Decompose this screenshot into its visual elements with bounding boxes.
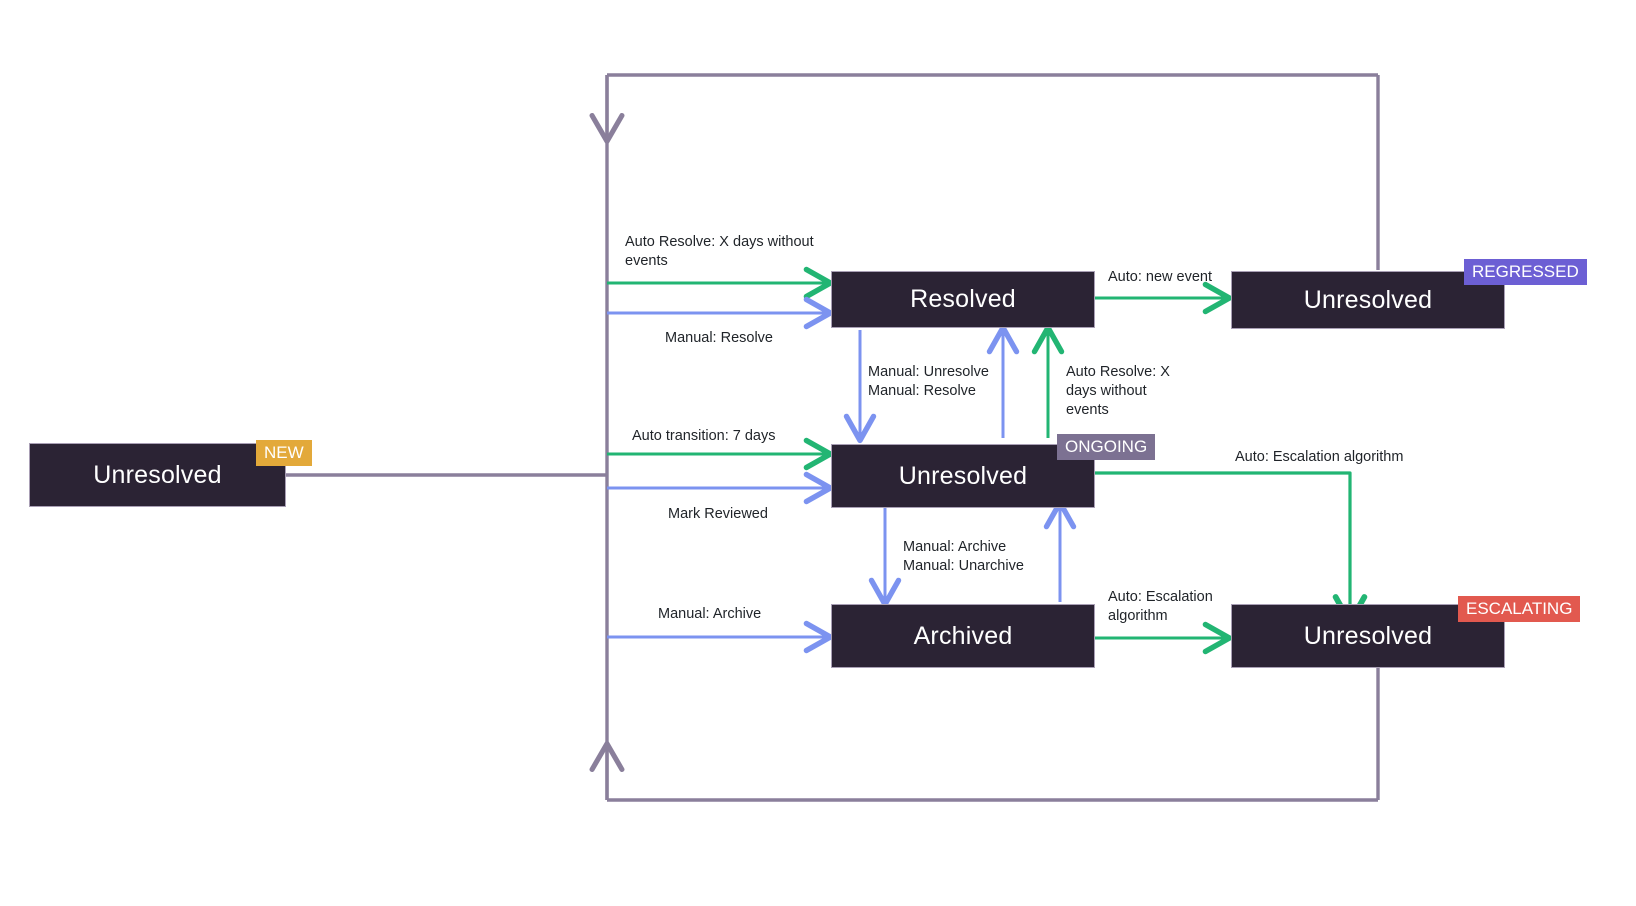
state-node-label: Unresolved [898,461,1028,490]
edge-label-manual-archive: Manual: Archive [658,606,762,622]
edge-label-auto-transition-7-days: Auto transition: 7 days [632,428,776,444]
edge-label-manual-resolve: Manual: Resolve [665,330,773,346]
state-node-label: Resolved [910,285,1016,313]
edge-label-auto-escalation-algorithm-bottom: Auto: Escalation algorithm [1108,589,1213,625]
status-badge-ongoing: ONGOING [1057,434,1156,461]
status-badge-new: NEW [256,440,312,467]
edge-label-mark-reviewed: Mark Reviewed [668,506,768,522]
edge-label-auto-escalation-algorithm-top: Auto: Escalation algorithm [1235,449,1404,465]
edge-ongoing-to-escalating [1093,471,1368,626]
edge-label-auto-resolve-x-days-top: Auto Resolve: X days without events [625,234,814,270]
state-node-archived[interactable]: Archived [832,605,1094,667]
edge-label-manual-archive-unarchive: Manual: Archive Manual: Unarchive [903,539,1024,575]
edge-label-auto-resolve-x-days-mid: Auto Resolve: X days without events [1066,364,1170,419]
state-node-regressed-unresolved[interactable]: Unresolved [1232,272,1504,328]
edge-label-auto-new-event: Auto: new event [1108,269,1212,285]
state-node-label: Unresolved [1303,621,1433,650]
state-node-label: Unresolved [1303,285,1433,314]
state-node-label: Unresolved [93,460,222,489]
state-node-new-unresolved[interactable]: Unresolved [30,444,285,506]
status-badge-escalating: ESCALATING [1458,596,1581,623]
edge-label-manual-unresolve-resolve: Manual: Unresolve Manual: Resolve [868,364,989,400]
state-node-ongoing-unresolved[interactable]: Unresolved [832,445,1094,507]
status-badge-regressed: REGRESSED [1464,259,1587,286]
state-node-resolved[interactable]: Resolved [832,272,1094,327]
state-node-label: Archived [913,621,1013,650]
